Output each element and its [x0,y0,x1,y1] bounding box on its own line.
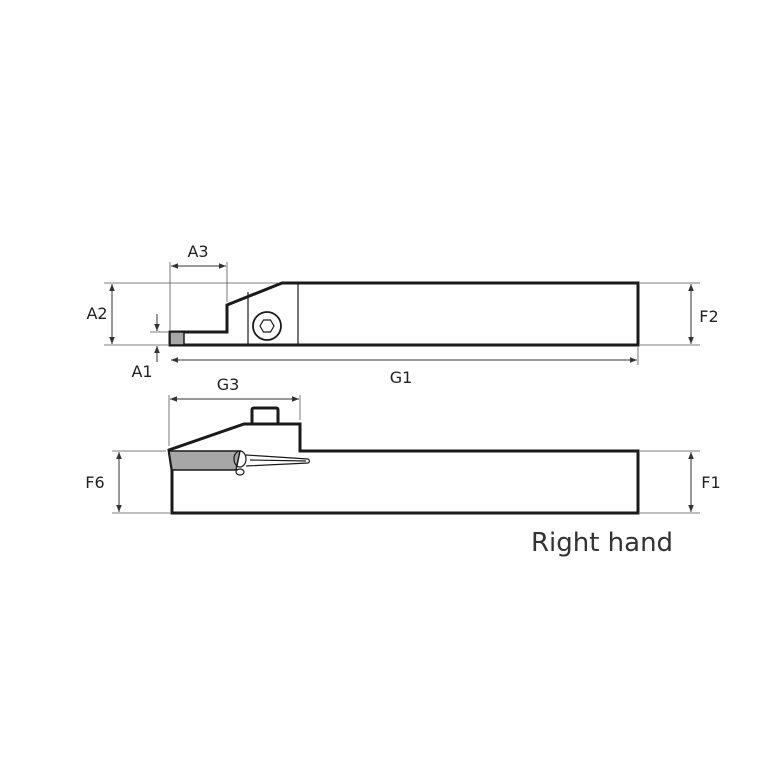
label-g1: G1 [390,368,413,387]
label-g3: G3 [217,375,240,394]
top-view-insert [169,331,185,346]
side-view: G3 F6 F1 [85,375,721,515]
side-view-clamp-lug [250,406,280,424]
label-a3: A3 [187,242,208,261]
hex-screw-icon [252,311,282,341]
top-view-body-outline [168,281,640,347]
side-view-insert [168,450,241,471]
clamp-key-icon [233,450,311,476]
label-a2: A2 [86,304,107,323]
label-f2: F2 [699,307,718,326]
label-a1: A1 [131,362,152,381]
label-f1: F1 [701,473,720,492]
top-view: A3 A2 A1 F2 G1 [86,242,718,387]
hand-caption: Right hand [531,528,673,558]
label-f6: F6 [85,473,104,492]
